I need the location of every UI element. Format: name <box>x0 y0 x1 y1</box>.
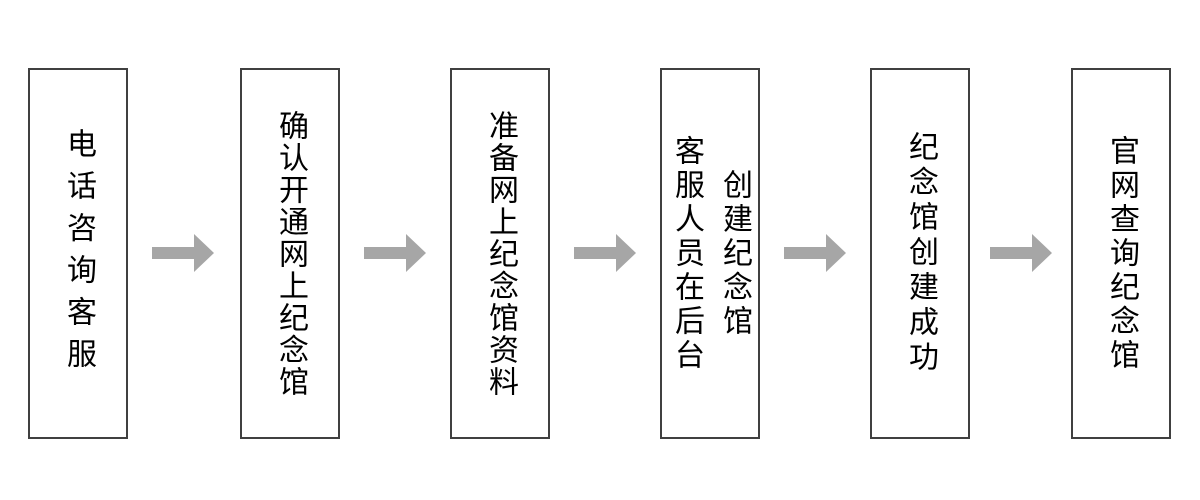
flow-step-label-5: 纪念馆创建成功 <box>903 131 938 376</box>
arrow-right-icon <box>574 233 636 273</box>
flow-step-label-3: 准备网上纪念馆资料 <box>483 109 518 398</box>
arrow-right-icon <box>152 233 214 273</box>
flow-step-box-2: 确认开通网上纪念馆 <box>240 68 340 439</box>
arrow-right-icon <box>990 233 1052 273</box>
flow-step-box-6: 官网查询纪念馆 <box>1071 68 1171 439</box>
flow-step-label-1: 电话咨询客服 <box>61 127 96 380</box>
flow-step-box-5: 纪念馆创建成功 <box>870 68 970 439</box>
flow-step-label-4: 客服人员在后台 创建纪念馆 <box>669 134 752 373</box>
flow-step-label-6: 官网查询纪念馆 <box>1104 134 1139 373</box>
flow-step-label-2: 确认开通网上纪念馆 <box>273 109 308 398</box>
arrow-right-icon <box>364 233 426 273</box>
arrow-right-icon <box>784 233 846 273</box>
flow-step-box-4: 客服人员在后台 创建纪念馆 <box>660 68 760 439</box>
flow-step-box-1: 电话咨询客服 <box>28 68 128 439</box>
flow-step-box-3: 准备网上纪念馆资料 <box>450 68 550 439</box>
